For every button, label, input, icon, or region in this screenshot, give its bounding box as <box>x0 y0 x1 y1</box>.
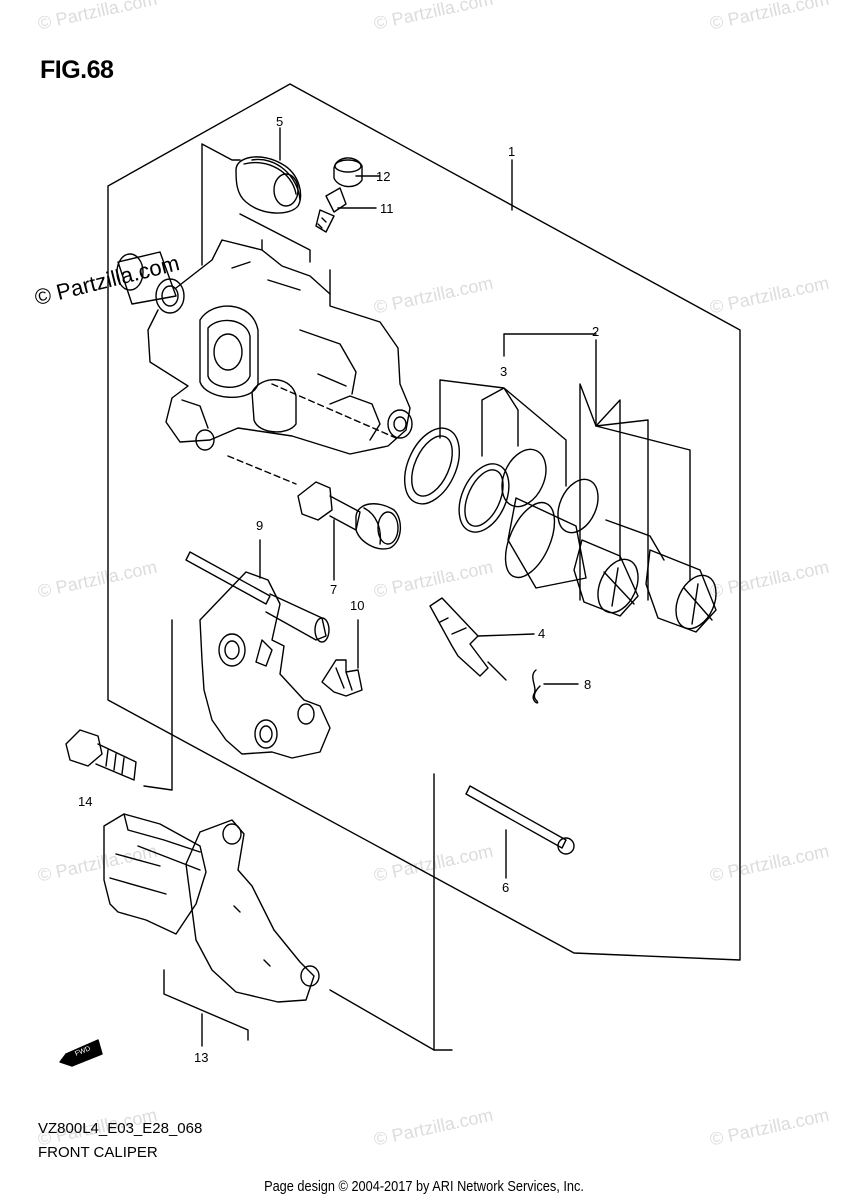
part-11-bleeder <box>315 187 347 233</box>
axis-line <box>271 383 397 439</box>
callout-13: 13 <box>194 1050 208 1065</box>
part-8-spring <box>532 669 541 704</box>
callout-2: 2 <box>592 324 599 339</box>
leader-5 <box>201 143 311 266</box>
fwd-arrow-icon <box>59 1039 103 1067</box>
leader-2 <box>503 333 597 427</box>
callout-7: 7 <box>330 582 337 597</box>
part-7-bolt <box>297 481 401 550</box>
leader-13-box <box>163 969 435 1051</box>
callout-1: 1 <box>508 144 515 159</box>
page-credit: Page design © 2004-2017 by ARI Network S… <box>264 1178 584 1195</box>
part-13-pads <box>103 813 320 1003</box>
part-12-cap <box>333 157 363 188</box>
callout-11: 11 <box>380 201 394 216</box>
callout-3: 3 <box>500 364 507 379</box>
part-6-pin <box>465 785 575 855</box>
part-5-boot <box>235 156 302 214</box>
model-code: VZ800L4_E03_E28_068 <box>38 1120 203 1137</box>
part-3-seals <box>403 427 599 534</box>
assembly-outline <box>107 83 741 961</box>
part-4-shim <box>429 597 507 681</box>
figure-title: FIG.68 <box>40 56 114 84</box>
part-9-bracket <box>185 551 331 759</box>
callout-14: 14 <box>78 794 92 809</box>
caliper-body <box>116 239 413 455</box>
callout-10: 10 <box>350 598 364 613</box>
leader-3 <box>439 379 567 487</box>
leader-6-box <box>433 773 453 1051</box>
callout-9: 9 <box>256 518 263 533</box>
part-10-clip <box>321 659 363 697</box>
axis-line <box>227 455 297 485</box>
leader-14 <box>143 619 173 791</box>
callout-5: 5 <box>276 114 283 129</box>
callout-4: 4 <box>538 626 545 641</box>
callout-labels: 1 2 3 4 5 6 7 8 9 10 11 12 13 14 FWD <box>74 114 599 1065</box>
section-name: FRONT CALIPER <box>38 1144 158 1161</box>
callout-12: 12 <box>376 169 390 184</box>
leader-2-fan <box>579 383 691 601</box>
callout-8: 8 <box>584 677 591 692</box>
part-14-bolt <box>65 729 137 781</box>
leader-4 <box>477 633 535 637</box>
callout-6: 6 <box>502 880 509 895</box>
